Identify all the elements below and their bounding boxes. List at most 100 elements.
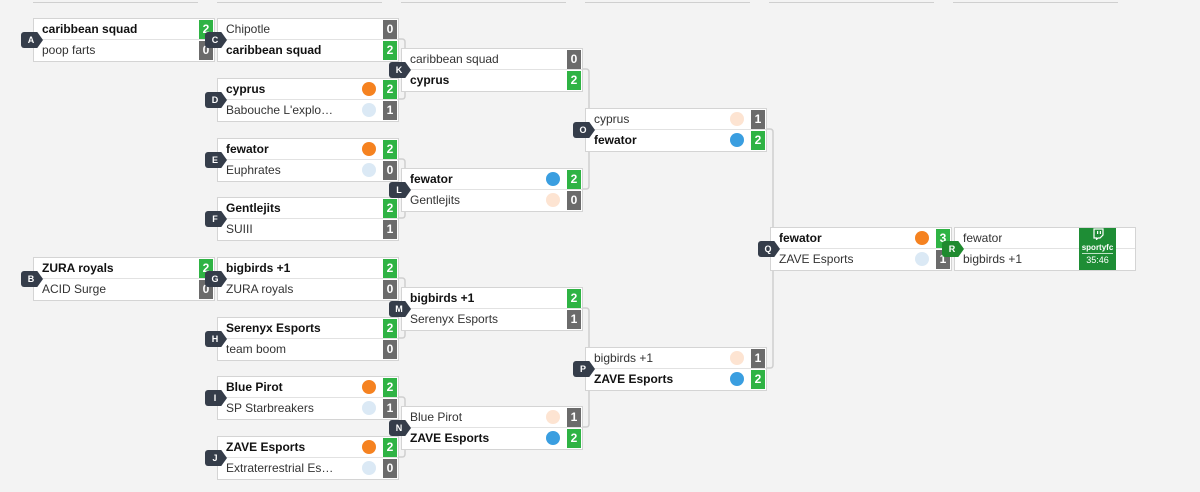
team-name: fewator [779,231,822,245]
team-name: bigbirds +1 [226,261,291,275]
team-row[interactable]: bigbirds +1 1 [586,348,766,369]
match-label: D [205,92,227,108]
team-name: cyprus [594,112,630,126]
team-name: ZURA royals [42,261,114,275]
team-name: SUIII [226,222,253,236]
team-name: team boom [226,342,287,356]
team-score: 1 [751,110,765,129]
team-score: 2 [383,80,397,99]
team-score: 0 [383,280,397,299]
team-name: fewator [226,142,269,156]
team-score: 2 [383,319,397,338]
team-name: Gentlejits [226,201,281,215]
team-row[interactable]: fewator 2 [218,139,398,160]
team-row[interactable]: Extraterrestrial Esports0 [218,458,398,479]
round-6-header-line [953,2,1118,3]
match-r[interactable]: fewator0bigbirds +10sportyfc35:46R [942,227,1136,271]
team-name: ZAVE Esports [410,431,490,445]
match-card[interactable]: fewator0bigbirds +10sportyfc35:46 [954,227,1136,271]
round-5-header-line [769,2,934,3]
team-name: bigbirds +1 [594,351,654,365]
team-name: bigbirds +1 [410,291,475,305]
team-name: Gentlejits [410,193,461,207]
team-name: Babouche L'explorateur [226,103,334,117]
team-score: 2 [383,140,397,159]
team-score: 2 [751,131,765,150]
team-score: 1 [383,399,397,418]
match-label: J [205,450,227,466]
team-score: 2 [751,370,765,389]
team-avatar-icon [362,461,376,475]
team-score: 1 [751,349,765,368]
team-row[interactable]: Babouche L'explorateur1 [218,100,398,121]
team-score: 1 [567,408,581,427]
team-row[interactable]: cyprus 1 [586,109,766,130]
team-name: fewator [410,172,453,186]
